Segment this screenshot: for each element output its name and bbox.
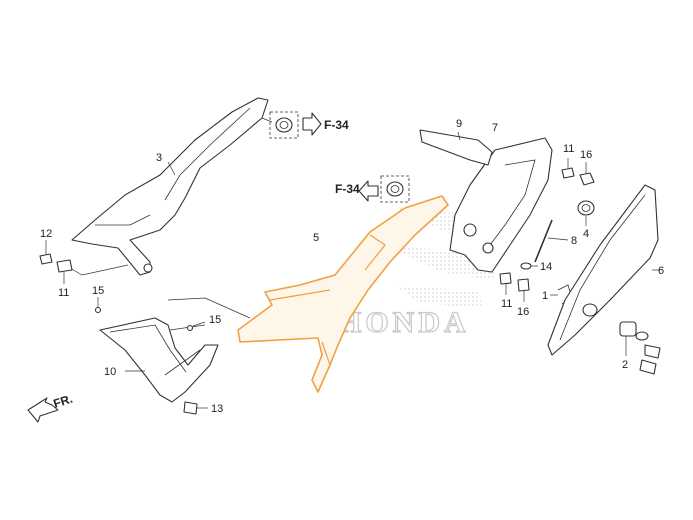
lower-left-cover: [99, 317, 219, 403]
left-upper-cover: [71, 97, 269, 276]
rear-bracket: [449, 137, 553, 273]
callout-13: 13: [211, 403, 223, 415]
front-label: FR.: [52, 392, 75, 411]
key-lock: [619, 321, 661, 375]
callout-10: 10: [104, 366, 116, 378]
grommet-right: [577, 200, 595, 226]
callout-11-left: 11: [58, 287, 69, 299]
callout-14: 14: [540, 261, 552, 273]
fasteners-left: [39, 240, 208, 415]
ref-label-upper: F-34: [324, 118, 349, 132]
callout-11-mid: 11: [501, 298, 512, 310]
callout-2: 2: [622, 359, 628, 371]
callout-4: 4: [583, 228, 589, 240]
ref-label-middle: F-34: [335, 182, 360, 196]
clip: [520, 262, 538, 270]
ref-arrow-middle: F-34: [335, 175, 410, 203]
callout-16-mid: 16: [517, 306, 529, 318]
callout-16-right: 16: [580, 149, 592, 161]
callout-8: 8: [571, 235, 577, 247]
callout-15-mid: 15: [209, 314, 221, 326]
callout-15-left: 15: [92, 285, 104, 297]
right-side-cover: [547, 184, 660, 356]
bolts-middle: [499, 272, 530, 302]
callout-12: 12: [40, 228, 52, 240]
front-arrow: FR.: [27, 392, 75, 423]
rod: [534, 219, 569, 263]
callout-5: 5: [313, 232, 319, 244]
side-cover-highlighted: [237, 195, 449, 393]
callout-7: 7: [492, 122, 498, 134]
ref-arrow-upper: F-34: [302, 112, 349, 136]
watermark-text: HONDA: [338, 306, 470, 339]
callout-3: 3: [156, 152, 162, 164]
callout-labels: 1 2 3 4 5 6 7 8 9 10 11 11 11 12 13 14 1…: [40, 118, 664, 415]
callout-11-right: 11: [563, 143, 574, 155]
callout-6: 6: [658, 265, 664, 277]
strap: [419, 129, 493, 166]
bolts-upper-right: [561, 158, 595, 186]
upper-grommet: [261, 111, 299, 139]
callout-9: 9: [456, 118, 462, 130]
callout-1: 1: [542, 290, 548, 302]
